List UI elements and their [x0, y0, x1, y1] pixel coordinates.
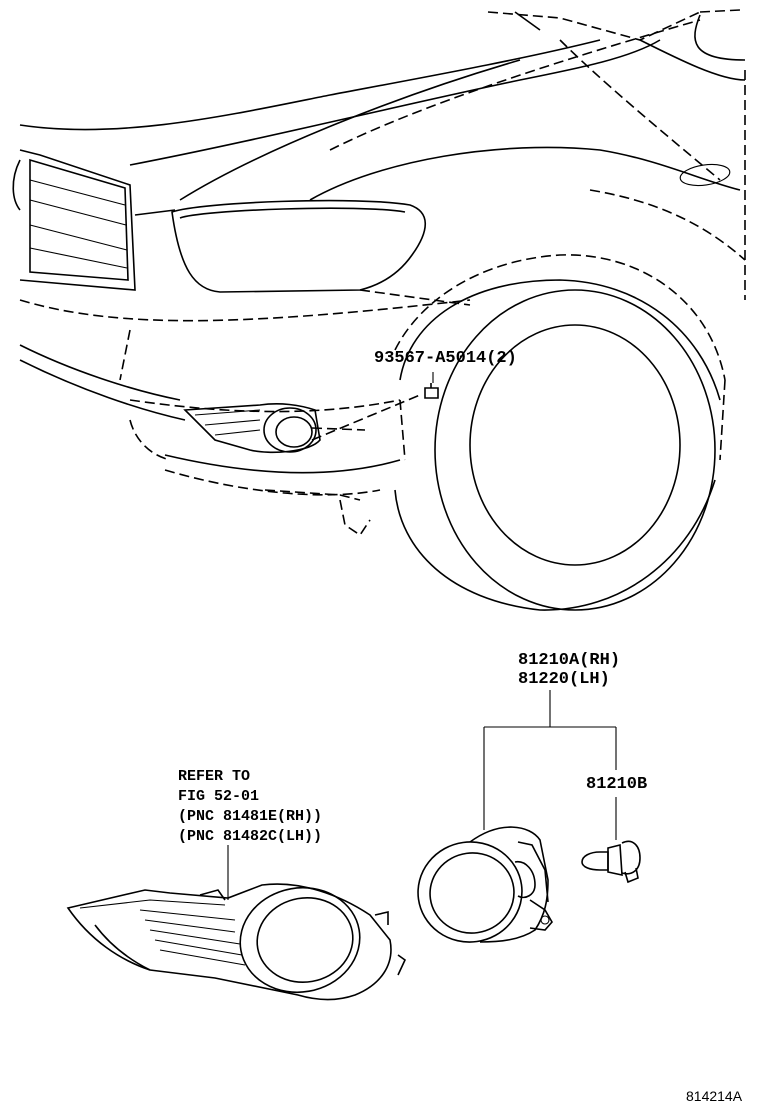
bulb-part-label: 81210B: [586, 775, 647, 794]
refer-note-line-2: FIG 52-01: [178, 788, 259, 805]
fog-lamp-bulb-part: [581, 840, 641, 884]
fog-lamp-assembly-part: [417, 826, 553, 943]
refer-note-line-3: (PNC 81481E(RH)): [178, 808, 322, 825]
fog-lamp-lh-label: 81220(LH): [518, 670, 610, 689]
vehicle-front-illustration: [12, 9, 746, 611]
bolt-part-label: 93567-A5014(2): [374, 349, 517, 368]
refer-note-line-1: REFER TO: [178, 768, 250, 785]
leader-lines: [227, 372, 617, 900]
fog-lamp-rh-label: 81210A(RH): [518, 651, 620, 670]
refer-note-line-4: (PNC 81482C(LH)): [178, 828, 322, 845]
diagram-code: 814214A: [686, 1088, 743, 1104]
fog-lamp-bezel-part: [66, 883, 407, 1001]
